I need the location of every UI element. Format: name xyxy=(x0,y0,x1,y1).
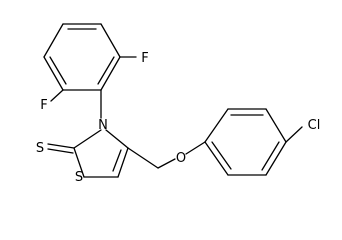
bond xyxy=(43,56,64,91)
thiazole-ring xyxy=(73,129,129,178)
difluorophenyl-ring xyxy=(43,23,137,102)
thione-bond xyxy=(47,143,75,154)
bond xyxy=(157,158,176,169)
bond xyxy=(117,147,129,178)
bond xyxy=(73,147,85,178)
bond xyxy=(285,126,303,143)
bond xyxy=(127,147,159,169)
sulfur-ring-label: S xyxy=(75,170,83,185)
double-bond-inner xyxy=(261,141,280,171)
chlorophenyl-ring xyxy=(204,108,303,176)
bond xyxy=(100,23,121,58)
double-bond-inner xyxy=(211,141,232,170)
double-bond-inner xyxy=(49,56,67,85)
double-bond-inner xyxy=(97,56,115,85)
chlorine-label: Cl xyxy=(308,118,321,133)
structure-diagram: F F N S S O Cl xyxy=(36,23,320,185)
double-bond-inner xyxy=(112,149,122,172)
oxygen-label: O xyxy=(176,151,186,166)
bond xyxy=(204,141,229,176)
sulfur-exo-label: S xyxy=(36,141,44,156)
chemical-structure-canvas: F F N S S O Cl xyxy=(35,23,321,185)
bond xyxy=(105,129,129,149)
atom-labels: F F N S S O Cl xyxy=(36,51,320,185)
fluorine-label: F xyxy=(40,98,47,113)
double-bond xyxy=(47,148,74,154)
bond xyxy=(73,129,102,149)
double-bond xyxy=(47,143,75,149)
bond xyxy=(100,56,121,91)
bond xyxy=(265,108,287,143)
bond xyxy=(204,108,229,143)
bond xyxy=(43,23,64,58)
bond xyxy=(265,141,287,176)
bond xyxy=(50,89,64,102)
bond xyxy=(185,141,206,155)
nitrogen-label: N xyxy=(98,118,108,133)
fluorine-label: F xyxy=(141,51,148,66)
